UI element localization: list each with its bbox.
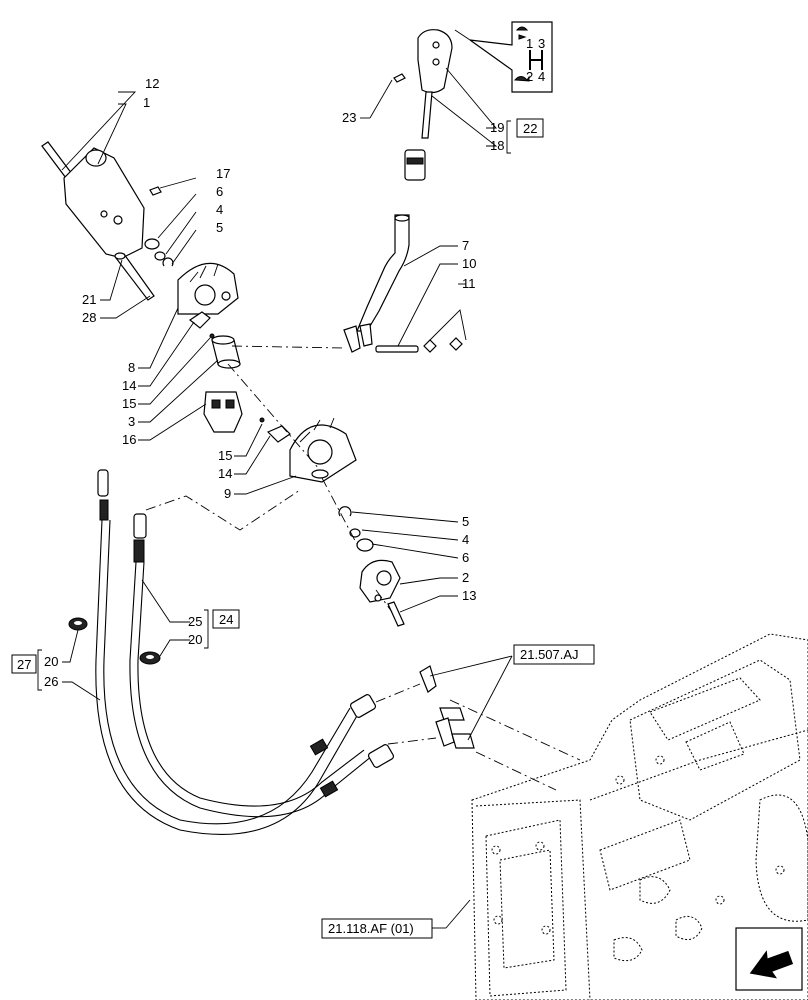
callout-14-upper: 14 xyxy=(122,378,136,393)
axis-line-4 xyxy=(375,589,393,613)
screw-23 xyxy=(369,73,406,119)
circlip-5-upper xyxy=(162,257,174,267)
gate-plate-8 xyxy=(177,262,239,315)
lever-bushing xyxy=(404,149,426,181)
callout-6-upper: 6 xyxy=(216,184,223,199)
grommet-20-right xyxy=(139,651,161,665)
shift-lever-upper xyxy=(419,665,465,721)
ref-box-27: 27 xyxy=(11,654,37,674)
pin-10 xyxy=(375,345,419,353)
axis-line-1 xyxy=(231,345,345,349)
callout-10: 10 xyxy=(462,256,476,271)
bolt-13 xyxy=(387,601,405,627)
callout-16: 16 xyxy=(122,432,136,447)
axis-line-6 xyxy=(375,683,421,703)
ref-box-21-118-af: 21.118.AF (01) xyxy=(321,918,446,939)
callout-7: 7 xyxy=(462,238,469,253)
gear-1-label: 1 xyxy=(526,36,533,51)
callout-3: 3 xyxy=(128,414,135,429)
callout-21: 21 xyxy=(82,292,96,307)
gear-3-label: 3 xyxy=(538,36,545,51)
cable-25 xyxy=(129,513,373,818)
callout-4-lower: 4 xyxy=(462,532,469,547)
ref-box-22: 22 xyxy=(516,118,544,138)
transmission-housing xyxy=(471,633,808,1000)
callout-25: 25 xyxy=(188,614,202,629)
cable-end-upper xyxy=(309,694,377,756)
axis-line-7 xyxy=(387,737,437,745)
clip-11 xyxy=(423,309,467,353)
svg-text:21.118.AF (01): 21.118.AF (01) xyxy=(328,921,414,936)
cable-end-lower xyxy=(319,744,395,798)
callout-23: 23 xyxy=(342,110,356,125)
callout-9: 9 xyxy=(224,486,231,501)
callout-5-lower: 5 xyxy=(462,514,469,529)
callout-20-left: 20 xyxy=(44,654,58,669)
shift-pattern-decal: 1 3 2 4 xyxy=(454,21,553,93)
washer-4-upper xyxy=(154,251,166,261)
callout-2: 2 xyxy=(462,570,469,585)
gear-4-label: 4 xyxy=(538,69,545,84)
callout-17: 17 xyxy=(216,166,230,181)
axis-line-3 xyxy=(321,477,361,551)
gate-plate-9 xyxy=(289,417,357,483)
group-brackets xyxy=(37,120,511,691)
circlip-5-lower xyxy=(338,506,352,517)
gear-2-label: 2 xyxy=(526,69,533,84)
callout-5-upper: 5 xyxy=(216,220,223,235)
selector-housing-16 xyxy=(203,391,243,433)
bolt-21-28 xyxy=(114,252,155,301)
leader-lines xyxy=(61,67,513,929)
spacer-14-lower xyxy=(266,425,291,443)
ref-box-21-507-aj: 21.507.AJ xyxy=(513,644,595,665)
pin-15-lower xyxy=(259,417,265,423)
callout-26: 26 xyxy=(44,674,58,689)
callout-11: 11 xyxy=(462,276,476,291)
callout-12: 12 xyxy=(145,76,159,91)
axis-line-9 xyxy=(475,751,557,791)
svg-text:24: 24 xyxy=(219,612,233,627)
svg-text:22: 22 xyxy=(523,121,537,136)
callout-15-upper: 15 xyxy=(122,396,136,411)
shift-lever-lower xyxy=(435,717,475,749)
callout-13: 13 xyxy=(462,588,476,603)
svg-text:21.507.AJ: 21.507.AJ xyxy=(520,647,579,662)
axis-line-2 xyxy=(227,363,321,471)
washer-6-upper xyxy=(144,238,160,250)
axis-line-5 xyxy=(145,489,301,531)
gear-lever-knob xyxy=(417,29,453,139)
selector-3 xyxy=(211,335,241,369)
callout-8: 8 xyxy=(128,360,135,375)
direction-arrow-icon xyxy=(735,927,803,991)
callout-15-lower: 15 xyxy=(218,448,232,463)
bracket-2 xyxy=(359,559,401,603)
grommet-20-left xyxy=(68,617,88,631)
callout-28: 28 xyxy=(82,310,96,325)
callout-19: 19 xyxy=(490,120,504,135)
axis-line-8 xyxy=(449,699,581,761)
ref-box-24: 24 xyxy=(212,609,240,629)
shift-pattern-icon: 1 3 2 4 xyxy=(526,36,545,84)
callout-20-right: 20 xyxy=(188,632,202,647)
callout-4-upper: 4 xyxy=(216,202,223,217)
callout-1: 1 xyxy=(143,95,150,110)
rabbit-icon xyxy=(513,75,530,82)
bolt-17 xyxy=(149,177,197,196)
svg-text:27: 27 xyxy=(17,657,31,672)
callout-18: 18 xyxy=(490,138,504,153)
bracket-1 xyxy=(63,147,145,259)
callout-14-lower: 14 xyxy=(218,466,232,481)
callout-6-lower: 6 xyxy=(462,550,469,565)
pin-15-upper xyxy=(209,333,215,339)
spacer-14-upper xyxy=(188,311,211,329)
gear-lever xyxy=(343,214,410,353)
turtle-icon xyxy=(515,26,529,40)
